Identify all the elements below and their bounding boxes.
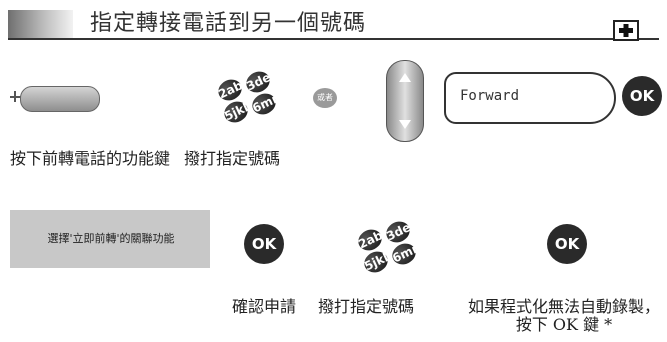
key-3: 3def [382,217,418,247]
ok-button[interactable]: OK [622,76,662,116]
keypad-icon: 2abc 3def 5jkl 6mno [354,217,430,277]
key-6: 6mno [388,237,430,269]
scroll-down-icon[interactable] [399,120,411,129]
caption-dial-2: 撥打指定號碼 [318,297,415,316]
key-5: 5jkl [220,97,252,127]
scroll-up-icon[interactable] [399,73,411,82]
function-key-button[interactable] [20,86,100,112]
caption-function-key: 按下前轉電話的功能鍵 [10,149,171,168]
display-text: Forward [460,88,520,104]
caption-fallback: 如果程式化無法自動錄製，按下 OK 鍵 * [467,297,660,334]
key-2: 2abc [214,75,251,105]
plus-icon [613,20,639,41]
key-2: 2abc [354,225,391,255]
key-3: 3def [242,67,278,97]
confirm-ok-button[interactable]: OK [244,224,284,264]
or-badge: 或者 [313,88,337,108]
header-gradient-bar [8,10,73,38]
page-title: 指定轉接電話到另一個號碼 [90,11,367,36]
select-function-box: 選擇'立即前轉'的關聯功能 [10,210,210,268]
phone-display: Forward [444,72,616,124]
keypad-icon: 2abc 3def 5jkl 6mno [214,67,290,127]
scroll-control[interactable] [386,60,424,142]
caption-confirm: 確認申請 [231,297,296,316]
caption-dial: 撥打指定號碼 [184,149,281,168]
fallback-ok-button[interactable]: OK [547,224,587,264]
key-5: 5jkl [360,247,392,277]
select-function-text: 選擇'立即前轉'的關聯功能 [47,232,175,245]
key-6: 6mno [248,87,290,119]
header-rule [8,38,659,40]
function-key-tick [14,91,16,102]
